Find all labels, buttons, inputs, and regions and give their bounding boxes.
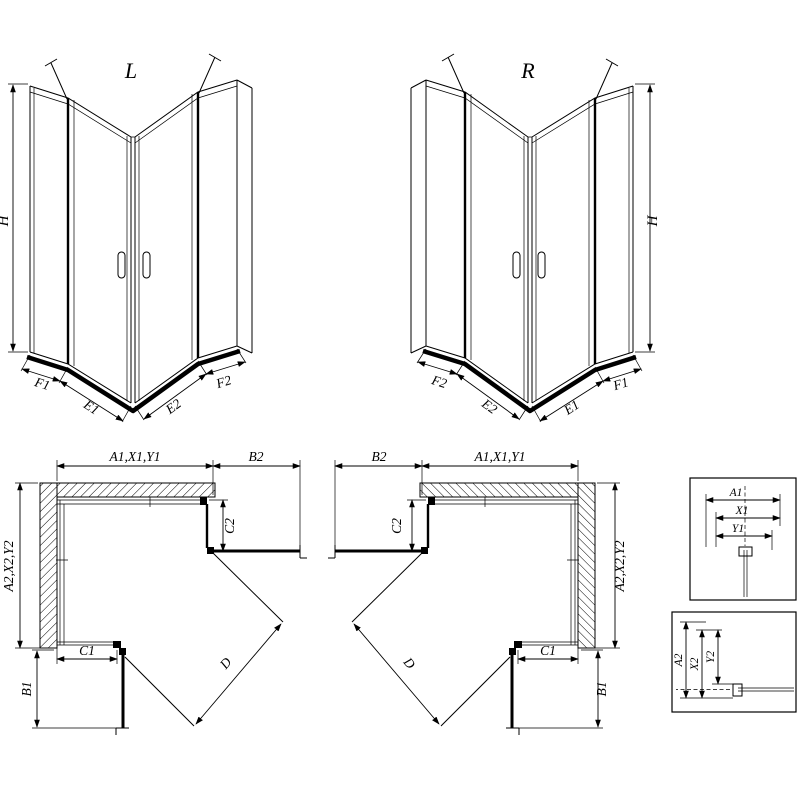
dim-label-c1-plan-left: C1 <box>79 643 95 658</box>
dim-label-b2-plan-right: B2 <box>372 449 387 464</box>
dim-label-d-plan-right: D <box>400 654 419 672</box>
view-title-left: L <box>124 58 137 83</box>
dim-label-h-right: H <box>645 214 661 227</box>
dim-label-b1-plan-right: B1 <box>594 682 609 697</box>
dim-label-b1-plan-left: B1 <box>19 682 34 697</box>
dim-label-b2-plan-left: B2 <box>249 449 264 464</box>
dim-label-e1-right: E1 <box>560 397 582 418</box>
dim-label-c2-plan-left: C2 <box>222 518 237 534</box>
profile-bracket <box>738 546 753 557</box>
dim-label-f2-right: F2 <box>429 372 449 391</box>
plan-view-right: A1,X1,Y1 B2 C2 A2,X2,Y2 C1 B1 D <box>328 449 627 735</box>
perspective-view-left: L H F1 E1 E2 F2 <box>0 54 252 422</box>
dim-label-a2-plan-left: A2,X2,Y2 <box>1 540 16 592</box>
detail-view-bottom: A2 X2 Y2 <box>671 611 797 713</box>
profile-bracket <box>732 683 743 697</box>
dim-label-f1-left: F1 <box>32 374 52 393</box>
glass-profile-section <box>738 687 794 692</box>
plan-drawing-left <box>15 460 307 735</box>
dim-label-a2-detail: A2 <box>673 653 685 667</box>
dim-label-e1-left: E1 <box>80 396 102 417</box>
detail-frame <box>671 611 797 713</box>
dim-label-f1-right: F1 <box>610 374 630 393</box>
plan-drawing-right <box>328 460 620 735</box>
dim-label-x2-detail: X2 <box>689 657 701 671</box>
dim-label-d-plan-left: D <box>216 654 235 672</box>
dim-label-y2-detail: Y2 <box>705 651 717 663</box>
dim-label-f2-left: F2 <box>213 372 233 391</box>
shower-enclosure-left-drawing <box>8 54 252 422</box>
dim-label-x1-detail: X1 <box>735 505 749 517</box>
glass-profile-section <box>743 550 748 597</box>
detail-view-top: A1 X1 Y1 <box>689 477 797 601</box>
plan-view-left: A1,X1,Y1 B2 C2 A2,X2,Y2 C1 B1 D <box>1 449 307 735</box>
dim-label-a1-detail: A1 <box>729 487 743 499</box>
dim-label-h-left: H <box>0 214 12 227</box>
perspective-view-right: R H F2 E2 E1 F1 <box>411 54 661 422</box>
dim-label-a1-plan-left: A1,X1,Y1 <box>108 449 160 464</box>
dim-label-y1-detail: Y1 <box>732 523 744 535</box>
shower-enclosure-right-drawing <box>411 54 655 422</box>
dim-label-a1-plan-right: A1,X1,Y1 <box>473 449 525 464</box>
dim-label-c2-plan-right: C2 <box>389 518 404 534</box>
view-title-right: R <box>520 58 535 83</box>
dim-label-e2-right: E2 <box>478 395 500 417</box>
dim-label-c1-plan-right: C1 <box>540 643 556 658</box>
dim-label-e2-left: E2 <box>162 396 184 418</box>
dim-label-a2-plan-right: A2,X2,Y2 <box>612 540 627 592</box>
